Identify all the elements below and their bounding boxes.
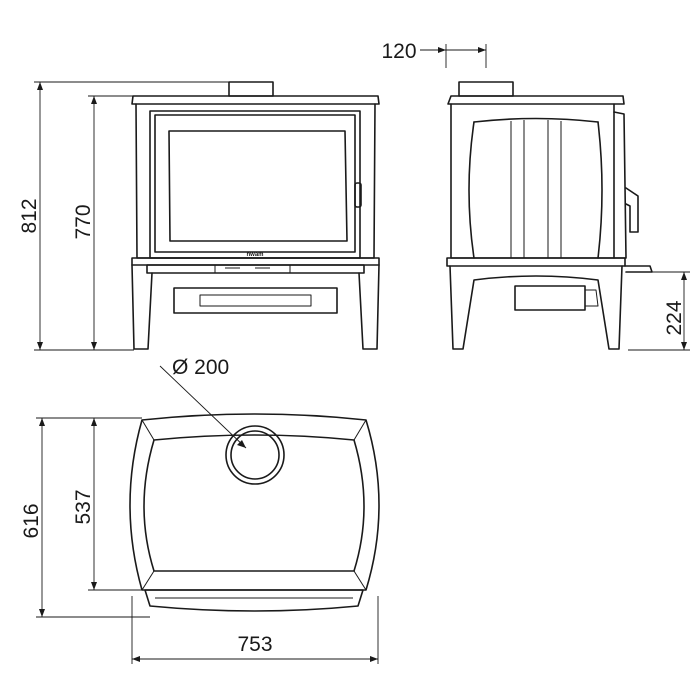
dim-label-flue-offset: 120 [381,40,416,63]
air-control-detail [214,265,291,273]
side-top-plate [447,95,625,105]
side-body-outline [450,103,615,259]
dim-label-body-depth: 537 [72,489,95,524]
side-panel-right-curve [597,121,603,259]
brand-label: hwam [246,252,263,258]
side-door-edge [613,111,627,259]
side-panel-left-curve [468,121,475,259]
dim-label-flue-diameter: Ø 200 [172,356,229,379]
side-view [446,81,653,350]
flue-outlet-inner [230,430,280,480]
top-view [129,413,380,612]
air-control-bar [146,264,365,274]
dim-label-ash-pan-height: 224 [663,300,686,335]
side-log-store-drawer [514,285,586,311]
front-right-leg [358,264,380,350]
top-outer-outline [129,413,380,591]
top-dimensions: Ø 200 616 537 753 [20,356,379,664]
front-door-inner-frame [154,114,356,253]
dim-label-width: 753 [237,633,272,656]
front-flue-collar [228,81,274,97]
front-left-leg [131,264,153,350]
side-drawer-handle [585,289,599,307]
front-door-frame [149,110,361,259]
side-panel-top-curve [473,117,599,123]
log-store-drawer [173,287,338,314]
side-legs [449,265,623,350]
side-base-band [446,257,626,267]
dim-label-total-height: 812 [18,198,41,233]
front-view: hwam [131,81,380,350]
door-handle [354,182,362,208]
dim-label-body-height: 770 [72,204,95,239]
front-dimensions: 812 770 [18,81,229,351]
top-front-lip [144,589,364,612]
dim-label-total-depth: 616 [20,503,43,538]
side-dimensions: 120 224 [381,40,690,351]
front-glass-window [168,130,348,242]
top-inner-outline [143,434,365,572]
front-base-band [131,257,380,266]
side-flue-collar [458,81,514,97]
drawer-handle [199,294,312,307]
front-body-outline [135,103,376,259]
side-panel-ribs [510,120,562,258]
side-door-handle [625,187,639,233]
front-top-plate [131,95,380,105]
flue-outlet-outer [225,425,285,485]
dim-leader-flue-diameter [159,365,247,449]
side-air-lever [624,265,653,273]
